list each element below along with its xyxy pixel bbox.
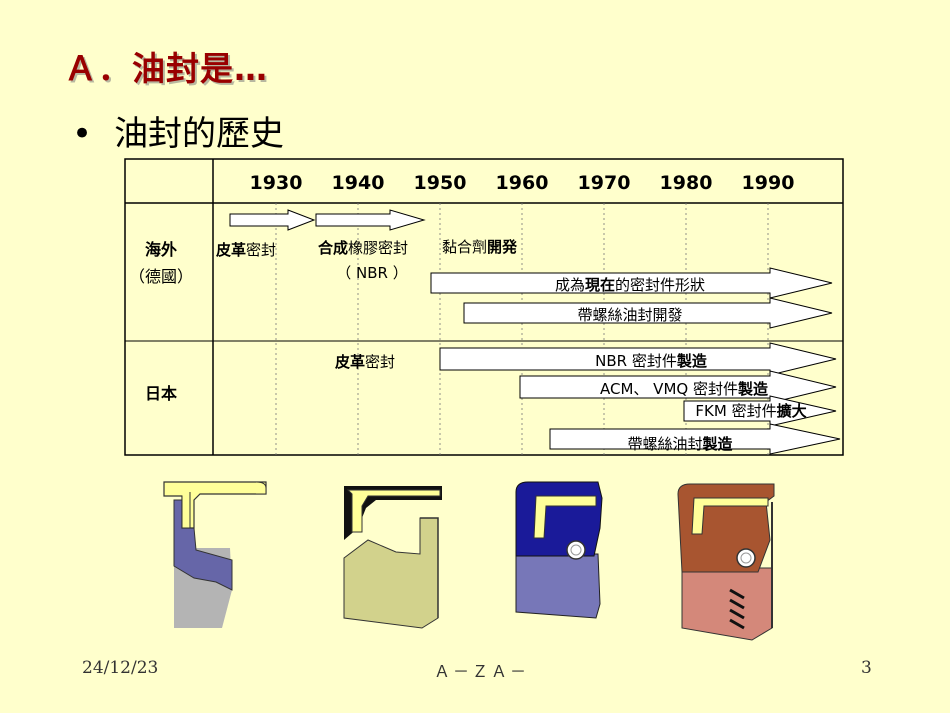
arrow-nbr-japan bbox=[439, 342, 837, 376]
year-label-1940: 1940 bbox=[332, 172, 385, 194]
rubber-seal-icon bbox=[343, 486, 442, 629]
bullet-dot-icon: • bbox=[72, 114, 93, 154]
year-label-1990: 1990 bbox=[742, 172, 795, 194]
modern-spiral-seal-icon bbox=[677, 483, 775, 641]
arrow-spiral-overseas bbox=[463, 297, 833, 329]
row-label-germany: （德國） bbox=[129, 267, 193, 286]
year-label-1930: 1930 bbox=[250, 172, 303, 194]
footer-title: Ａ－ＺＡ－ bbox=[434, 662, 530, 681]
label-rubber-overseas: 合成橡膠密封 bbox=[317, 239, 408, 257]
footer-date: 24/12/23 bbox=[82, 658, 159, 678]
page-number: 3 bbox=[861, 658, 872, 678]
label-leather-japan: 皮革密封 bbox=[335, 353, 395, 371]
slide-title: Ａ．油封是… bbox=[64, 49, 268, 88]
label-adhesive-overseas: 黏合劑開発 bbox=[442, 238, 518, 256]
arrow-fkm-japan bbox=[683, 395, 837, 427]
arrow-spiral-japan bbox=[549, 423, 841, 455]
label-nbr-overseas: （ NBR ） bbox=[336, 264, 407, 282]
arrow-leather-overseas bbox=[229, 209, 316, 231]
arrow-acm-japan bbox=[519, 370, 837, 404]
label-nbr-japan: NBR 密封件製造 bbox=[595, 352, 707, 370]
label-leather-overseas: 皮革密封 bbox=[216, 241, 276, 259]
label-spiral-overseas: 帶螺絲油封開發 bbox=[577, 306, 682, 324]
arrow-current-shape bbox=[430, 267, 833, 299]
year-label-1960: 1960 bbox=[496, 172, 549, 194]
bonded-seal-icon bbox=[515, 481, 603, 619]
table-border bbox=[124, 158, 844, 456]
year-label-1970: 1970 bbox=[578, 172, 631, 194]
label-fkm-japan: FKM 密封件擴大 bbox=[695, 402, 806, 420]
year-label-1980: 1980 bbox=[660, 172, 713, 194]
year-label-1950: 1950 bbox=[414, 172, 467, 194]
label-acm-japan: ACM、 VMQ 密封件製造 bbox=[600, 380, 768, 398]
bullet-item: • 油封的歷史 bbox=[72, 106, 284, 155]
arrow-rubber-overseas bbox=[315, 209, 426, 231]
row-label-overseas: 海外 bbox=[145, 240, 177, 259]
label-current-shape: 成為現在的密封件形狀 bbox=[555, 276, 705, 294]
row-label-japan: 日本 bbox=[145, 384, 177, 403]
leather-seal-icon bbox=[163, 481, 267, 628]
bullet-text: 油封的歷史 bbox=[114, 114, 285, 154]
label-spiral-japan: 帶螺絲油封製造 bbox=[627, 435, 732, 453]
history-timeline-table: 1930 1940 1950 1960 1970 1980 1990 海外 （德… bbox=[124, 158, 844, 456]
